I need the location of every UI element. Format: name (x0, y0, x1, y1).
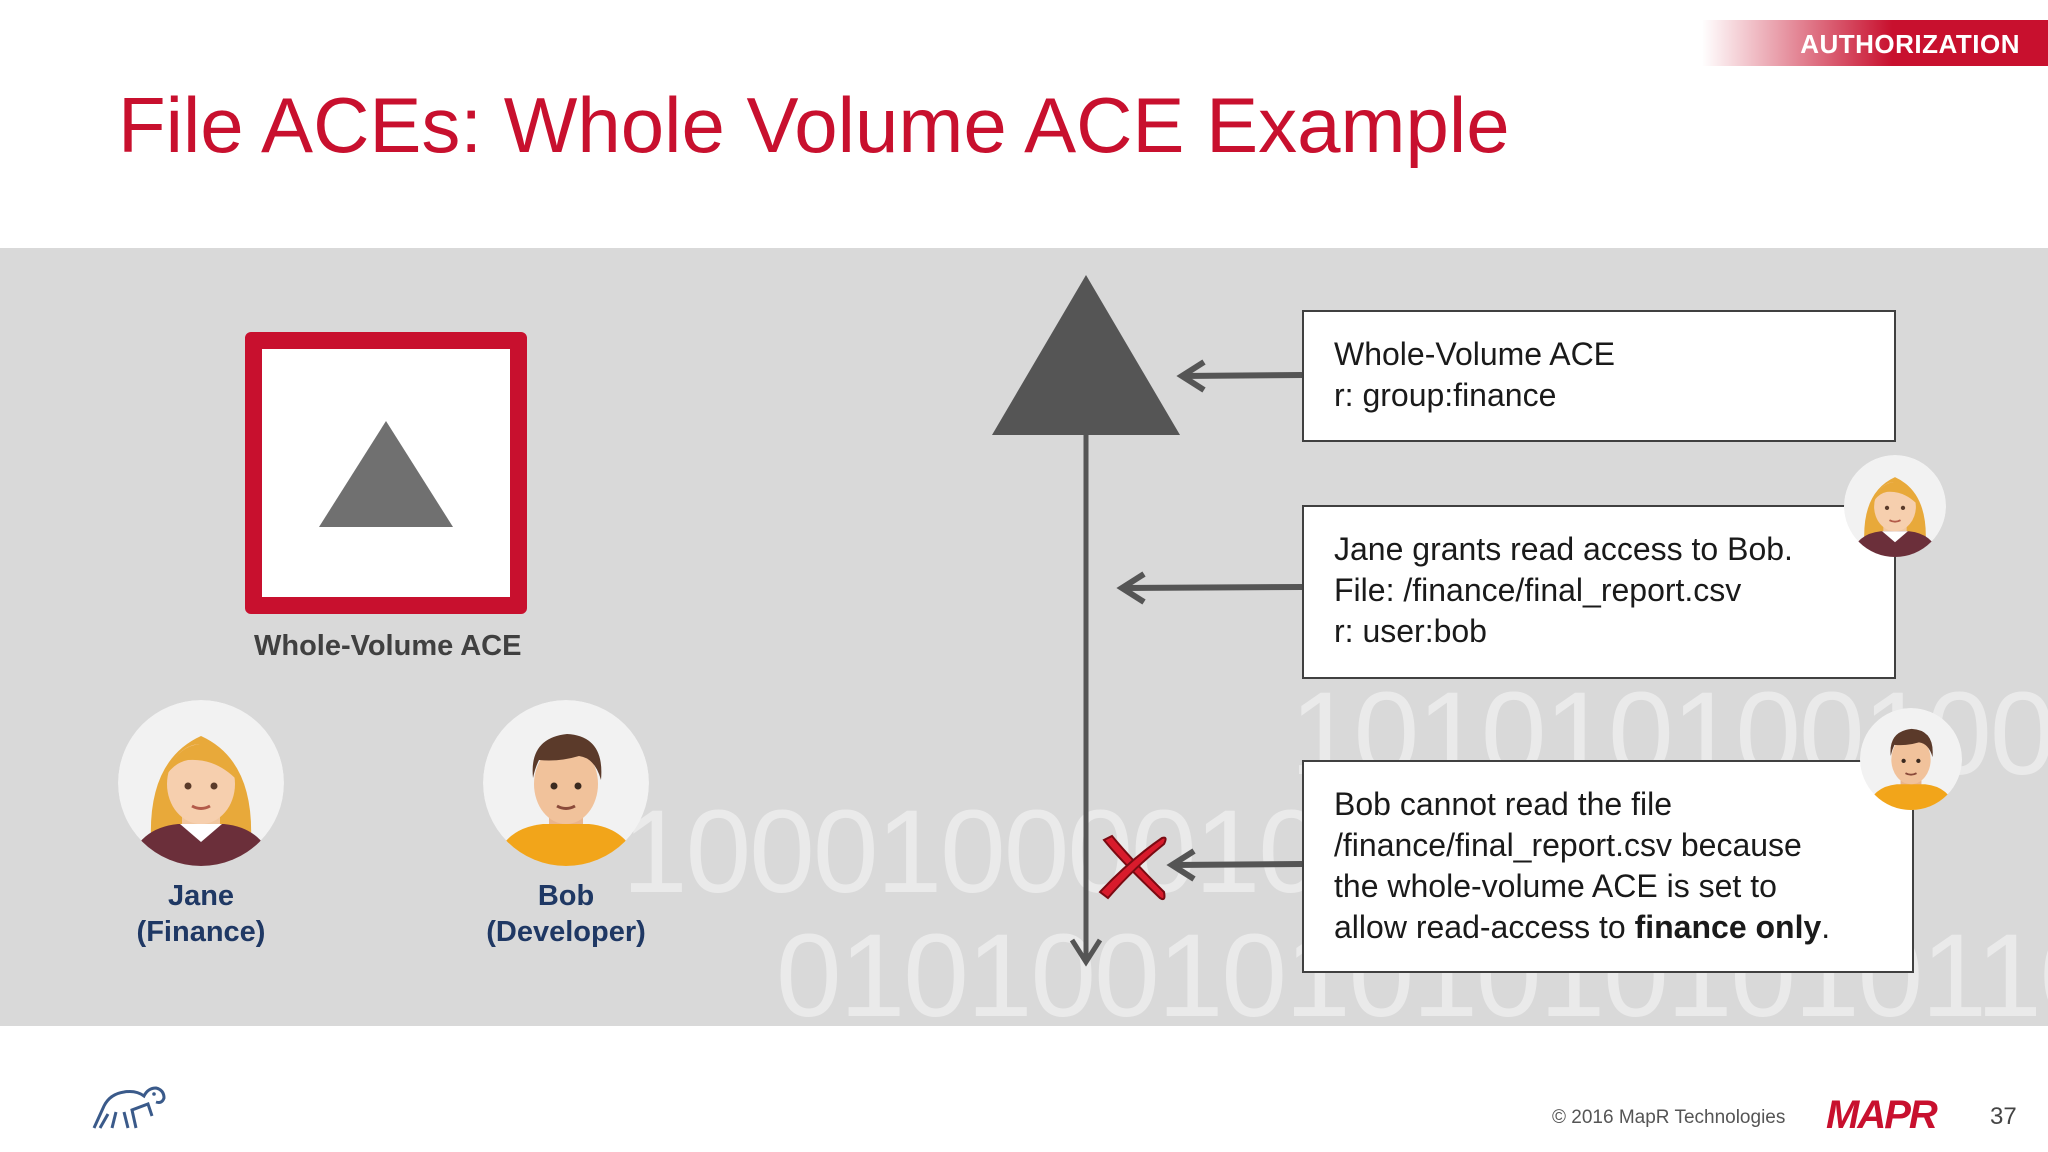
bob-label: Bob (Developer) (416, 878, 716, 950)
box2-line-1: Jane grants read access to Bob. (1334, 531, 1793, 567)
box2-line-3: r: user:bob (1334, 613, 1487, 649)
page-number: 37 (1990, 1103, 2017, 1130)
jane-name: Jane (167, 880, 235, 912)
whole-volume-label: Whole-Volume ACE (254, 630, 522, 662)
box3-line-2: /finance/final_report.csv because (1334, 827, 1802, 863)
whole-volume-ace-box: Whole-Volume ACE r: group:finance (1302, 310, 1896, 442)
jane-label: Jane (Finance) (51, 878, 351, 950)
box3-line-4-suffix: . (1821, 909, 1831, 945)
volume-triangle-icon (319, 421, 453, 527)
slide-title: File ACEs: Whole Volume ACE Example (118, 81, 1510, 169)
elephant-logo-icon (92, 1086, 166, 1129)
bob-avatar (483, 700, 649, 866)
access-denied-box: Bob cannot read the file /finance/final_… (1302, 760, 1914, 973)
box3-line-4: allow read-access to finance only. (1334, 907, 1882, 948)
section-tag-label: AUTHORIZATION (1800, 29, 2020, 59)
box1-line-2: r: group:finance (1334, 377, 1557, 413)
box3-line-1: Bob cannot read the file (1334, 786, 1673, 822)
copyright-text: © 2016 MapR Technologies (1552, 1107, 1786, 1128)
box3-line-4-prefix: allow read-access to (1334, 909, 1635, 945)
mapr-logo: MAPR (1826, 1094, 1940, 1134)
file-ace-box: Jane grants read access to Bob. File: /f… (1302, 505, 1896, 679)
bob-small-avatar (1860, 708, 1962, 810)
jane-role: (Finance) (136, 916, 266, 948)
whole-volume-icon (245, 332, 527, 614)
section-tag: AUTHORIZATION (1702, 20, 2048, 66)
box1-line-1: Whole-Volume ACE (1334, 336, 1616, 372)
box3-line-3: the whole-volume ACE is set to (1334, 868, 1777, 904)
box2-line-2: File: /finance/final_report.csv (1334, 572, 1742, 608)
mapr-logo-text: MAPR (1826, 1094, 1938, 1134)
jane-small-avatar (1844, 455, 1946, 557)
jane-avatar (118, 700, 284, 866)
bob-name: Bob (537, 880, 595, 912)
bob-role: (Developer) (486, 916, 646, 948)
box3-line-4-bold: finance only (1634, 909, 1822, 945)
